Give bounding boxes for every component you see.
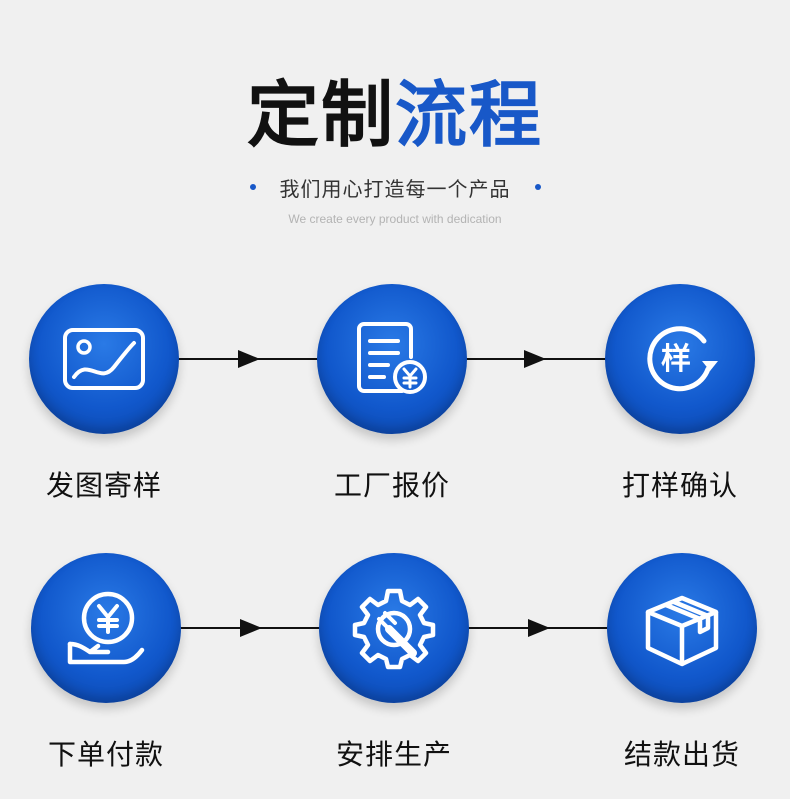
- arrow-right-icon: [240, 619, 262, 637]
- subtitle: 我们用心打造每一个产品: [279, 176, 511, 201]
- step-circle: [317, 284, 467, 434]
- subtitle-english: We create every product with dedication: [288, 212, 502, 226]
- step-label: 下单付款: [47, 738, 164, 771]
- page-title: 定制流程: [0, 70, 790, 160]
- step-sample-confirm: 样 打样确认: [600, 284, 760, 504]
- arrow-right-icon: [238, 350, 260, 368]
- step-label: 工厂报价: [333, 469, 450, 502]
- step-circle: [319, 553, 469, 703]
- step-payment-shipping: 结款出货: [602, 553, 762, 773]
- step-label: 结款出货: [623, 738, 740, 771]
- step-label: 打样确认: [621, 469, 738, 502]
- title-black-part: 定制: [246, 73, 395, 157]
- bullet-dot-right: [534, 184, 541, 190]
- sample-char: 样: [661, 342, 691, 377]
- arrow-right-icon: [524, 350, 546, 368]
- payment-hand-icon: [67, 591, 145, 665]
- arrow-right-icon: [528, 619, 550, 637]
- step-circle: [29, 284, 179, 434]
- gear-wrench-icon: [352, 588, 436, 670]
- subtitle-row: 我们用心打造每一个产品: [0, 172, 790, 202]
- step-send-sample: 发图寄样: [24, 284, 184, 504]
- title-blue-part: 流程: [395, 73, 544, 157]
- step-label: 发图寄样: [45, 469, 162, 502]
- image-icon: [63, 328, 145, 390]
- step-arrange-production: 安排生产: [314, 553, 474, 773]
- quote-document-icon: [357, 322, 427, 394]
- step-order-payment: 下单付款: [26, 553, 186, 773]
- step-circle: [607, 553, 757, 703]
- sample-refresh-icon: 样: [647, 326, 718, 392]
- package-box-icon: [645, 595, 719, 667]
- bullet-dot-left: [249, 184, 256, 190]
- step-circle: [31, 553, 181, 703]
- step-circle: 样: [605, 284, 755, 434]
- step-label: 安排生产: [335, 738, 452, 771]
- step-factory-quote: 工厂报价: [312, 284, 472, 504]
